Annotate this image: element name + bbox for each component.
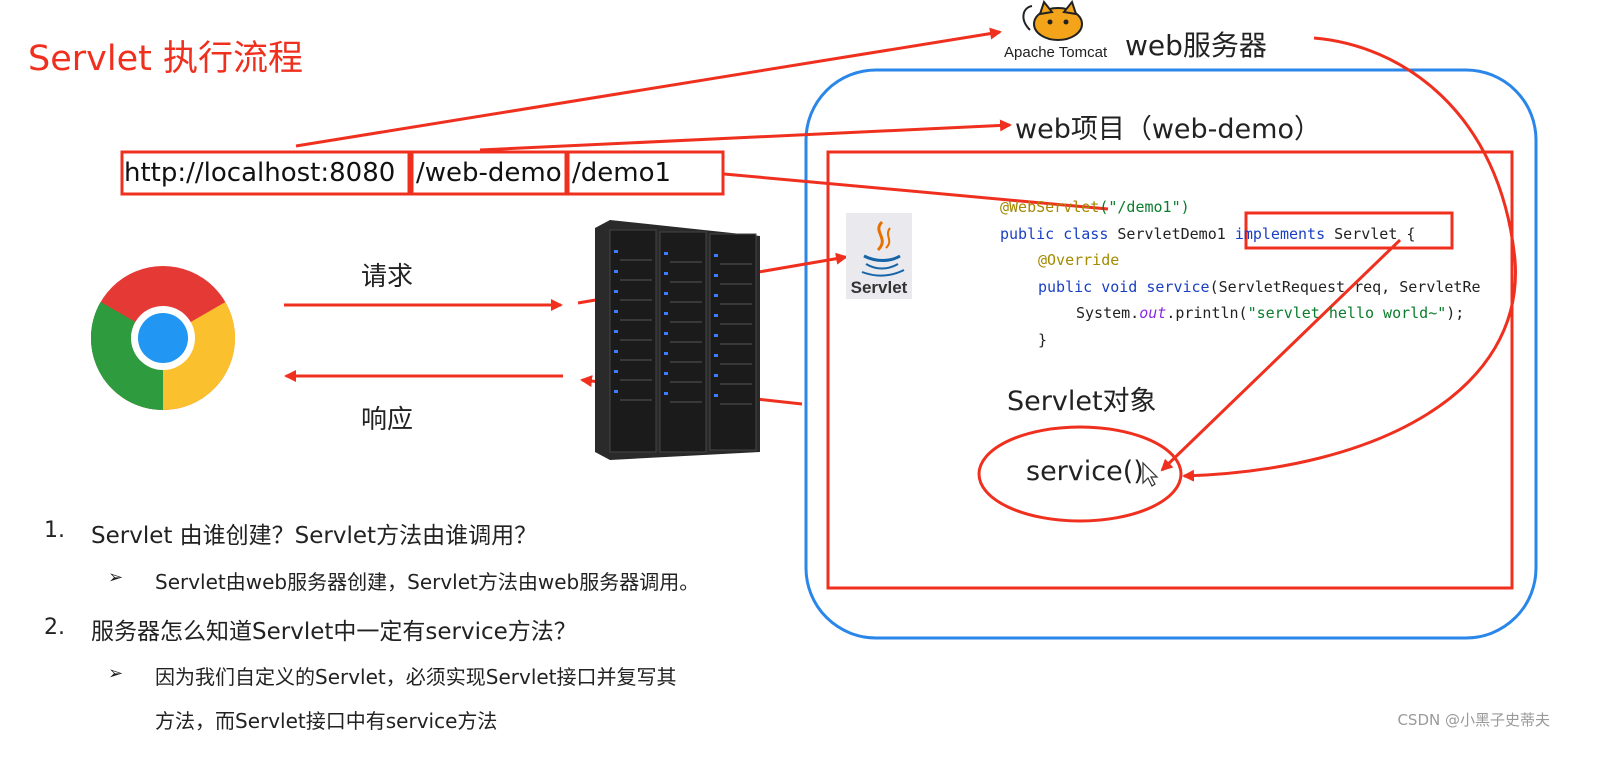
tomcat-logo-text: Apache Tomcat	[1004, 44, 1108, 61]
url-project-path: /web-demo	[416, 158, 562, 188]
url-project-box	[410, 150, 568, 196]
question-2-number: 2.	[44, 615, 65, 640]
csdn-watermark: CSDN @小黑子史蒂夫	[1397, 711, 1550, 729]
servlet-java-icon	[846, 213, 912, 299]
code-line-2: public class ServletDemo1 implements Ser…	[1000, 224, 1416, 243]
arrow-resource-to-annotation	[723, 172, 1109, 211]
arrow-implements-to-service	[1160, 238, 1402, 472]
code-line-5: System.out.println("servlet hello world~…	[1076, 304, 1465, 322]
arrow-tomcat-to-service	[1182, 36, 1517, 482]
code-line-6: }	[1038, 330, 1048, 349]
servlet-logo-label: Servlet	[850, 278, 908, 297]
arrow-host-to-tomcat	[295, 27, 1002, 148]
url-resource-box	[566, 150, 725, 196]
answer-2-line-2: 方法，而Servlet接口中有service方法	[155, 709, 498, 733]
answer-1-text: Servlet由web服务器创建，Servlet方法由web服务器调用。	[155, 570, 700, 594]
question-1-number: 1.	[44, 518, 65, 543]
service-method-label: service()	[1026, 456, 1144, 487]
mouse-cursor-icon	[1142, 461, 1159, 487]
chrome-icon	[90, 266, 236, 411]
arrow-project-to-webproject	[479, 119, 1012, 152]
answer-1-bullet: ➢	[108, 567, 124, 588]
server-rack-icon	[595, 220, 760, 460]
tomcat-icon	[1022, 0, 1083, 41]
code-line-1: @WebServlet("/demo1")	[1000, 198, 1190, 216]
url-resource-path: /demo1	[572, 158, 672, 188]
answer-2-bullet: ➢	[108, 663, 124, 684]
question-1-text: Servlet 由谁创建？Servlet方法由谁调用？	[91, 523, 538, 549]
web-server-container	[804, 68, 1538, 640]
implements-servlet-box	[1244, 211, 1454, 250]
question-2-text: 服务器怎么知道Servlet中一定有service方法？	[91, 619, 577, 645]
response-label: 响应	[361, 405, 414, 435]
web-project-label: web项目（web-demo）	[1015, 114, 1321, 145]
code-line-4: public void service(ServletRequest req, …	[1038, 277, 1481, 296]
page-title: Servlet 执行流程	[28, 39, 303, 79]
web-server-label: web服务器	[1125, 29, 1267, 62]
service-ellipse	[977, 425, 1183, 523]
web-project-box	[826, 150, 1514, 590]
servlet-object-label: Servlet对象	[1007, 386, 1157, 417]
url-host: http://localhost:8080	[124, 158, 396, 188]
answer-2-line-1: 因为我们自定义的Servlet，必须实现Servlet接口并复写其	[155, 665, 677, 689]
url-host-box	[120, 150, 411, 196]
code-line-3: @Override	[1038, 251, 1120, 269]
request-label: 请求	[361, 262, 414, 292]
code-snippet: @WebServlet("/demo1") public class Servle…	[1000, 194, 1508, 353]
